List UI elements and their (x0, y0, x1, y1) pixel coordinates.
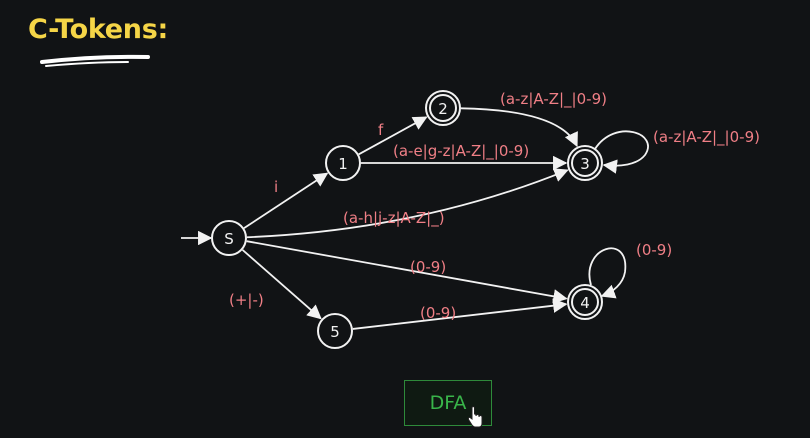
state-circle (211, 220, 247, 256)
state-label: 3 (580, 155, 590, 173)
state-label: 2 (438, 100, 448, 118)
transition-label: (+|-) (229, 291, 264, 309)
transition-label: (0-9) (636, 241, 672, 259)
state-circle (317, 313, 353, 349)
state-label: S (224, 230, 234, 248)
state-circle (325, 145, 361, 181)
transition-label: (a-h|j-z|A-Z|_) (343, 209, 445, 228)
accepting-ring (571, 149, 599, 177)
transition-3-3 (594, 130, 649, 174)
state-circle (425, 90, 461, 126)
state-node-3: 3 (567, 145, 603, 181)
transition-label: (a-z|A-Z|_|0-9) (500, 90, 607, 109)
transition-label: (0-9) (410, 258, 446, 276)
state-circle (567, 145, 603, 181)
transition-label: f (378, 121, 384, 139)
state-node-2: 2 (425, 90, 461, 126)
transition-label: (a-z|A-Z|_|0-9) (653, 128, 760, 147)
transition-label: (a-e|g-z|A-Z|_|0-9) (393, 142, 529, 161)
accepting-ring (571, 288, 599, 316)
state-node-4: 4 (567, 284, 603, 320)
title-underline (40, 54, 150, 67)
transition-S-3 (246, 168, 569, 239)
transition-S-1 (243, 172, 329, 229)
transition-1-2 (358, 116, 428, 156)
transition-2-3 (460, 107, 578, 148)
hand-pointer-icon (467, 406, 483, 428)
transition-4-4 (588, 247, 627, 299)
accepting-ring (429, 94, 457, 122)
transition-S-4 (246, 240, 568, 304)
transition-S-5 (241, 249, 322, 320)
state-label: 5 (330, 323, 340, 341)
state-circle (567, 284, 603, 320)
state-node-S: S (211, 220, 247, 256)
page-title: C-Tokens: (28, 14, 168, 45)
transition-label: i (274, 178, 278, 196)
transition-label: (0-9) (420, 304, 456, 322)
state-node-5: 5 (317, 313, 353, 349)
transition-5-4 (352, 298, 568, 330)
state-label: 4 (580, 294, 590, 312)
state-label: 1 (338, 155, 348, 173)
state-node-1: 1 (325, 145, 361, 181)
